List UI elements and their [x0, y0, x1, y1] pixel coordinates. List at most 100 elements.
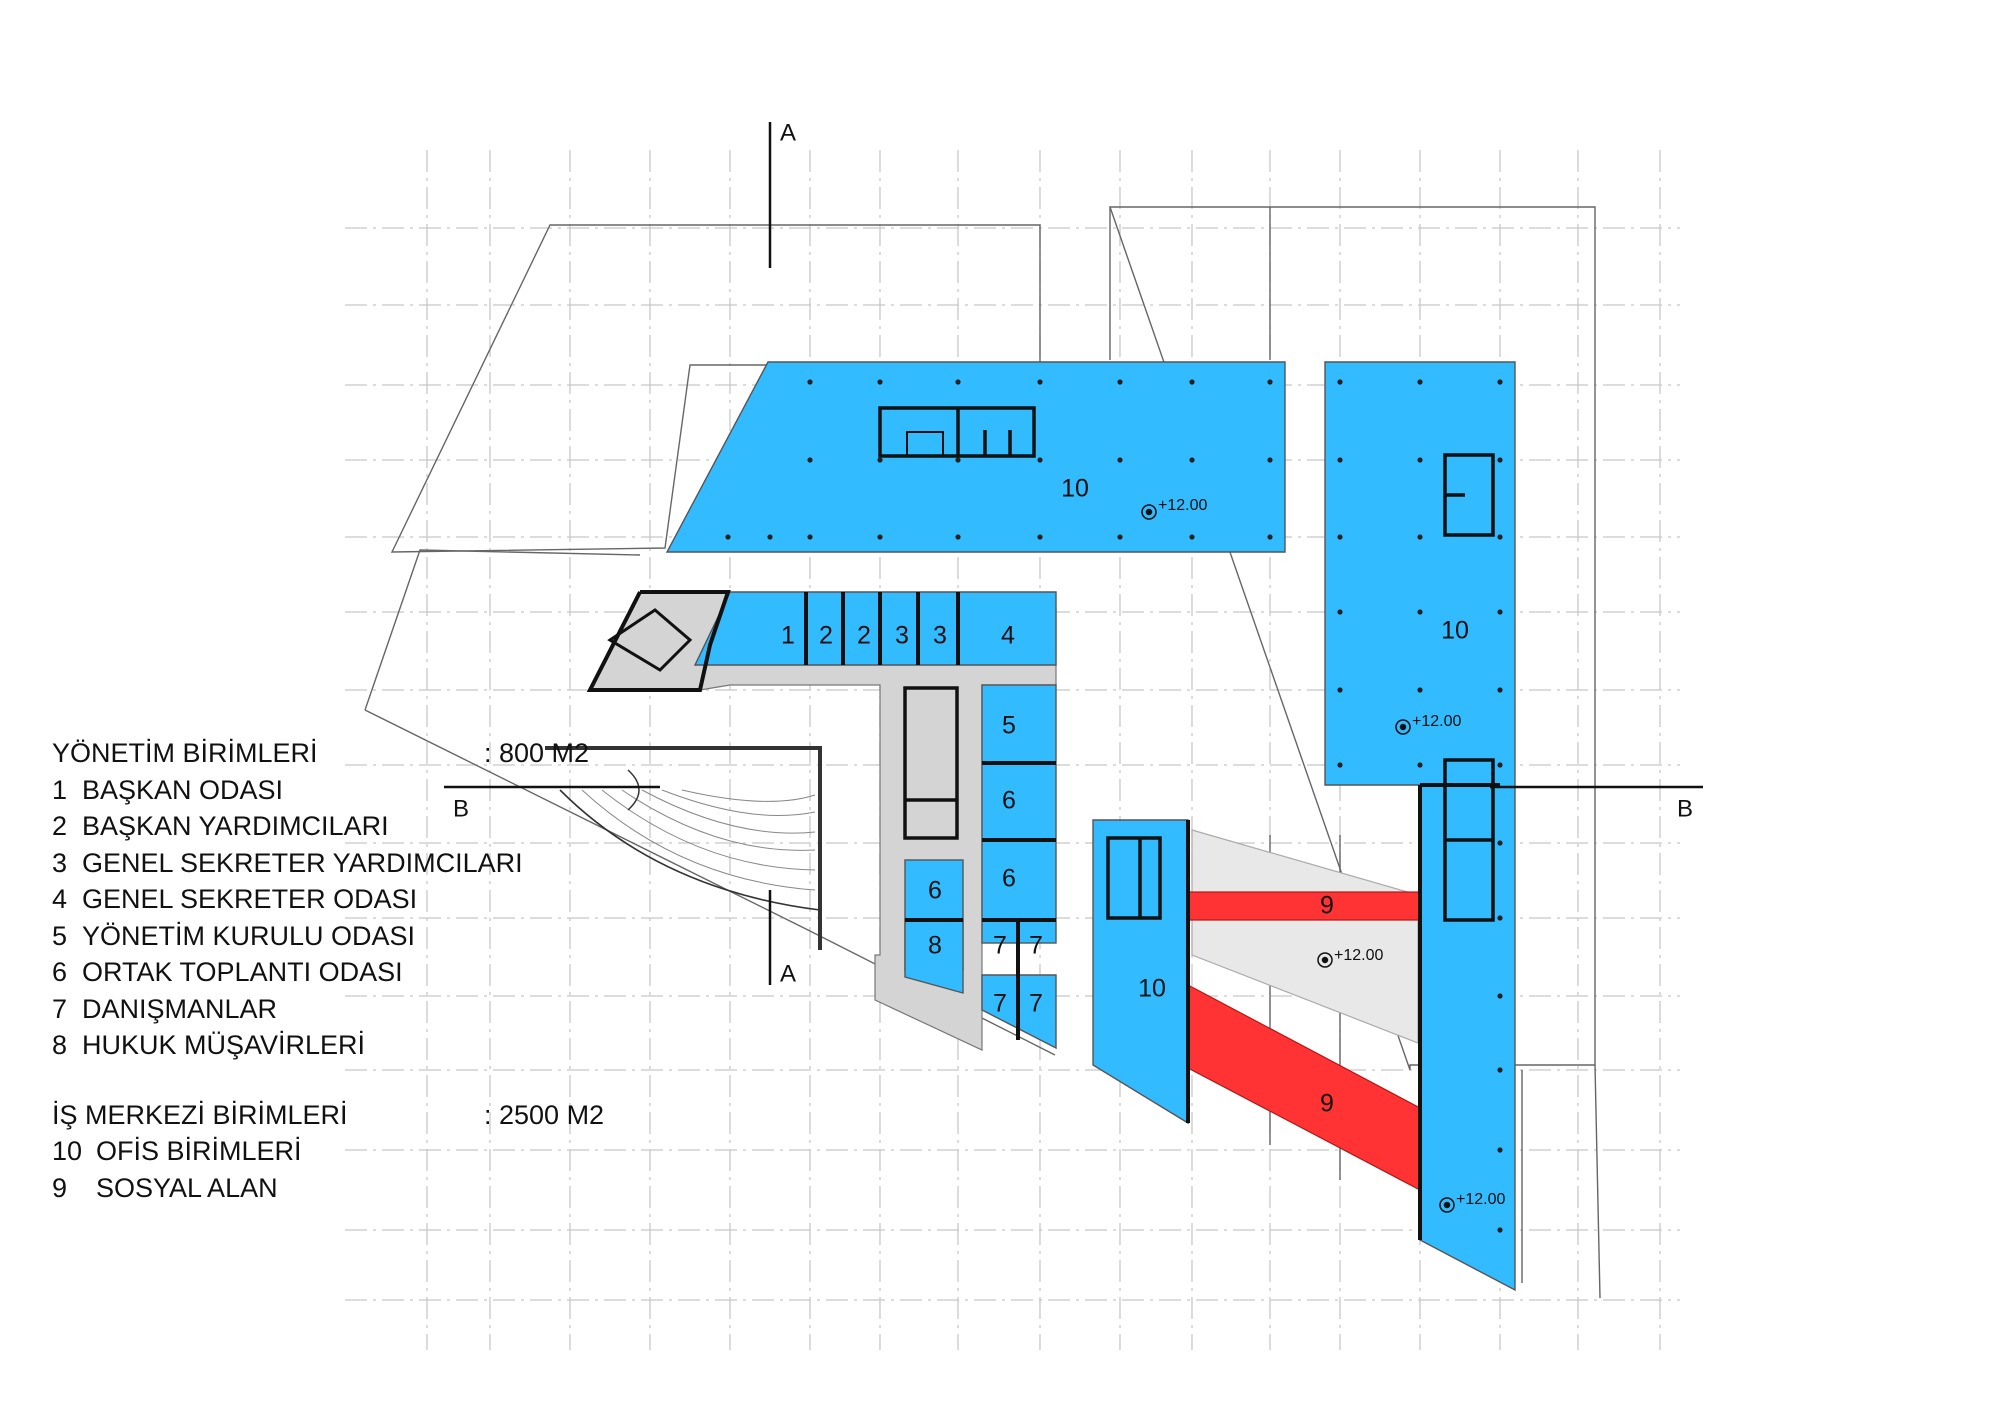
- room-label-1: 1: [781, 622, 795, 650]
- section-b-left: B: [453, 795, 469, 822]
- column-dot: [807, 457, 813, 463]
- room-label-social-lower: 9: [1320, 1090, 1334, 1118]
- legend-item-number: 9: [52, 1172, 68, 1203]
- column-dot: [955, 379, 961, 385]
- column-dot: [1417, 379, 1423, 385]
- column-dot: [1417, 687, 1423, 693]
- room-label-office-north: 10: [1061, 475, 1089, 503]
- legend-item-number: 10: [52, 1136, 83, 1166]
- level-markers: [1141, 504, 1455, 1213]
- column-dot: [1337, 609, 1343, 615]
- room-label-7d: 7: [1029, 990, 1043, 1018]
- column-dot: [1497, 762, 1503, 768]
- column-dot: [725, 534, 731, 540]
- room-label-7b: 7: [1029, 932, 1043, 960]
- walls: [586, 590, 1500, 1240]
- column-dot: [1189, 534, 1195, 540]
- column-dot: [1337, 687, 1343, 693]
- legend-item-number: 7: [52, 993, 68, 1024]
- legend-management-title: YÖNETİM BİRİMLERİ: [52, 738, 318, 768]
- legend-item-number: 3: [52, 847, 68, 878]
- legend-item: 7 DANIŞMANLAR: [52, 991, 772, 1028]
- room-label-6b: 6: [1002, 865, 1016, 893]
- legend-item: 2 BAŞKAN YARDIMCILARI: [52, 808, 772, 845]
- legend-item-number: 2: [52, 811, 68, 841]
- section-b-right: B: [1677, 795, 1693, 822]
- legend-item: 4 GENEL SEKRETER ODASI: [52, 881, 772, 918]
- management-wing-east: [981, 684, 1057, 944]
- level-label-north: +12.00: [1158, 497, 1207, 514]
- column-dot: [1189, 457, 1195, 463]
- legend-item-label: BAŞKAN ODASI: [82, 774, 284, 805]
- column-dot: [1497, 915, 1503, 921]
- legend-item-label: BAŞKAN YARDIMCILARI: [82, 811, 389, 841]
- room-label-4: 4: [1001, 622, 1015, 650]
- level-label-east: +12.00: [1412, 713, 1461, 730]
- level-label-southeast: +12.00: [1456, 1191, 1505, 1208]
- room-label-office-east: 10: [1441, 617, 1469, 645]
- column-dot: [1267, 379, 1273, 385]
- column-dot: [1497, 1067, 1503, 1073]
- room-label-7a: 7: [993, 932, 1007, 960]
- legend-business-header: İŞ MERKEZİ BİRİMLERİ : 2500 M2: [52, 1097, 772, 1134]
- auditorium: [545, 746, 822, 950]
- level-label-bridge: +12.00: [1334, 947, 1383, 964]
- legend-item-number: 5: [52, 920, 68, 951]
- column-dot: [1037, 379, 1043, 385]
- column-dot: [877, 534, 883, 540]
- column-dot: [1497, 609, 1503, 615]
- column-dot: [807, 379, 813, 385]
- section-a-top: A: [780, 119, 796, 146]
- column-dot: [877, 379, 883, 385]
- room-label-office-south: 10: [1138, 975, 1166, 1003]
- room-label-7c: 7: [993, 990, 1007, 1018]
- structural-columns: [725, 379, 1503, 1233]
- column-dot: [1037, 457, 1043, 463]
- column-dot: [807, 534, 813, 540]
- room-label-2a: 2: [819, 622, 833, 650]
- stair-cores: [607, 406, 1495, 922]
- room-label-6c: 6: [928, 877, 942, 905]
- legend-business-title: İŞ MERKEZİ BİRİMLERİ: [52, 1099, 348, 1130]
- column-dot: [1337, 457, 1343, 463]
- legend-management-area: : 800 M2: [484, 738, 590, 768]
- column-dot: [955, 457, 961, 463]
- column-dot: [1117, 457, 1123, 463]
- legend-item-label: ORTAK TOPLANTI ODASI: [82, 957, 403, 987]
- legend-item-label: GENEL SEKRETER ODASI: [82, 884, 418, 914]
- legend-management-header: YÖNETİM BİRİMLERİ : 800 M2: [52, 735, 772, 772]
- column-dot: [1497, 687, 1503, 693]
- room-label-3b: 3: [933, 622, 947, 650]
- column-dot: [1417, 534, 1423, 540]
- column-dot: [1117, 379, 1123, 385]
- column-dot: [1497, 1227, 1503, 1233]
- column-dot: [1267, 457, 1273, 463]
- social-areas: [1187, 891, 1421, 1191]
- column-dot: [1117, 534, 1123, 540]
- legend-item-number: 4: [52, 884, 68, 914]
- column-dot: [1497, 534, 1503, 540]
- column-dot: [1497, 1147, 1503, 1153]
- column-dot: [1417, 762, 1423, 768]
- legend-business-area: : 2500 M2: [484, 1099, 605, 1130]
- room-label-8: 8: [928, 932, 942, 960]
- room-label-6a: 6: [1002, 787, 1016, 815]
- column-dot: [1037, 534, 1043, 540]
- column-dot: [1417, 609, 1423, 615]
- column-dot: [1417, 457, 1423, 463]
- legend-item-label: DANIŞMANLAR: [82, 993, 278, 1024]
- room-label-5: 5: [1002, 712, 1016, 740]
- column-dot: [1497, 993, 1503, 999]
- section-lines: [444, 122, 1703, 985]
- room-label-2b: 2: [857, 622, 871, 650]
- legend-item-label: HUKUK MÜŞAVİRLERİ: [82, 1030, 366, 1060]
- social-area-upper: [1187, 891, 1421, 921]
- column-dot: [1337, 762, 1343, 768]
